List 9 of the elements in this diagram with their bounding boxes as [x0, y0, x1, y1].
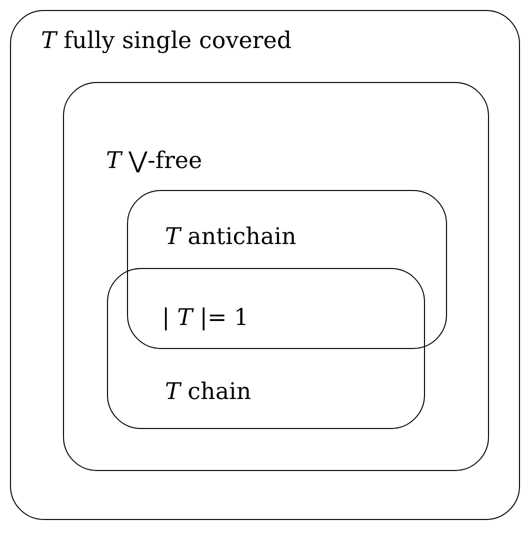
set-label: T antichain: [165, 223, 296, 251]
set-label: T chain: [165, 378, 252, 406]
set-region: [63, 82, 489, 471]
set-region: [107, 268, 425, 429]
set-region: [127, 190, 447, 349]
set-label: T ⋁-free: [106, 147, 202, 175]
set-region: [10, 10, 520, 520]
set-label: T fully single covered: [41, 27, 292, 55]
intersection-label: | T |= 1: [162, 304, 249, 332]
